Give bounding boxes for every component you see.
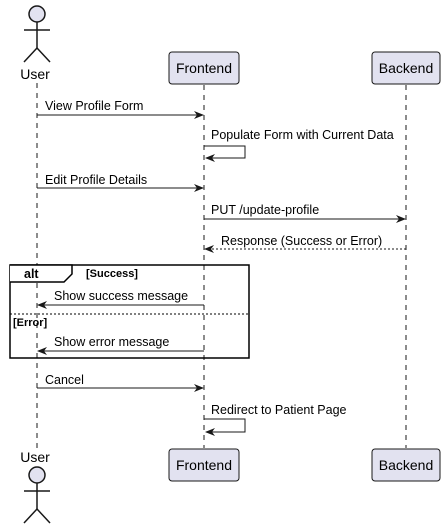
message-5: Response (Success or Error)	[204, 234, 406, 253]
alt-frame	[9, 264, 250, 359]
participant-frontend-box-bottom	[168, 448, 240, 482]
participant-backend-top: Backend	[371, 51, 441, 85]
message-3: Edit Profile Details	[37, 173, 204, 192]
alt-fragment: alt [Success] [Error]	[9, 264, 250, 359]
participant-frontend-label-bottom: Frontend	[176, 457, 232, 473]
alt-keyword: alt	[24, 267, 39, 281]
participant-frontend-top: Frontend	[168, 51, 240, 85]
actor-user-label-bottom: User	[20, 449, 50, 465]
alt-tab	[10, 264, 73, 283]
message-7: Show error message	[37, 335, 204, 355]
message-6-label: Show success message	[54, 289, 188, 303]
participant-frontend-box-top	[168, 51, 240, 85]
message-2-arrow	[204, 145, 246, 162]
message-2-self: Populate Form with Current Data	[204, 128, 394, 162]
participant-frontend-bottom: Frontend	[168, 448, 240, 482]
actor-user-label-top: User	[20, 66, 50, 82]
guard-error: [Error]	[13, 317, 48, 329]
message-7-label: Show error message	[54, 335, 169, 349]
actor-user-top: User	[20, 5, 51, 82]
message-5-label: Response (Success or Error)	[221, 234, 382, 248]
message-4-label: PUT /update-profile	[211, 203, 319, 217]
participant-backend-bottom: Backend	[371, 448, 441, 482]
guard-success: [Success]	[86, 268, 138, 280]
participant-backend-label-bottom: Backend	[379, 457, 433, 473]
message-1-label: View Profile Form	[45, 99, 143, 113]
user-stick-figure-icon	[23, 466, 51, 524]
message-9-label: Redirect to Patient Page	[211, 403, 347, 417]
participant-frontend-label-top: Frontend	[176, 60, 232, 76]
participant-backend-box-bottom	[371, 448, 441, 482]
message-8-label: Cancel	[45, 373, 84, 387]
message-8: Cancel	[37, 373, 204, 392]
message-6: Show success message	[37, 289, 204, 309]
message-1: View Profile Form	[37, 99, 204, 119]
message-9-self: Redirect to Patient Page	[204, 403, 347, 436]
participant-backend-label-top: Backend	[379, 60, 433, 76]
message-9-arrow	[204, 418, 246, 436]
actor-user-bottom: User	[20, 449, 51, 524]
message-4: PUT /update-profile	[204, 203, 406, 223]
message-3-label: Edit Profile Details	[45, 173, 147, 187]
message-2-label: Populate Form with Current Data	[211, 128, 394, 142]
participant-backend-box-top	[371, 51, 441, 85]
user-stick-figure-icon	[23, 5, 51, 63]
